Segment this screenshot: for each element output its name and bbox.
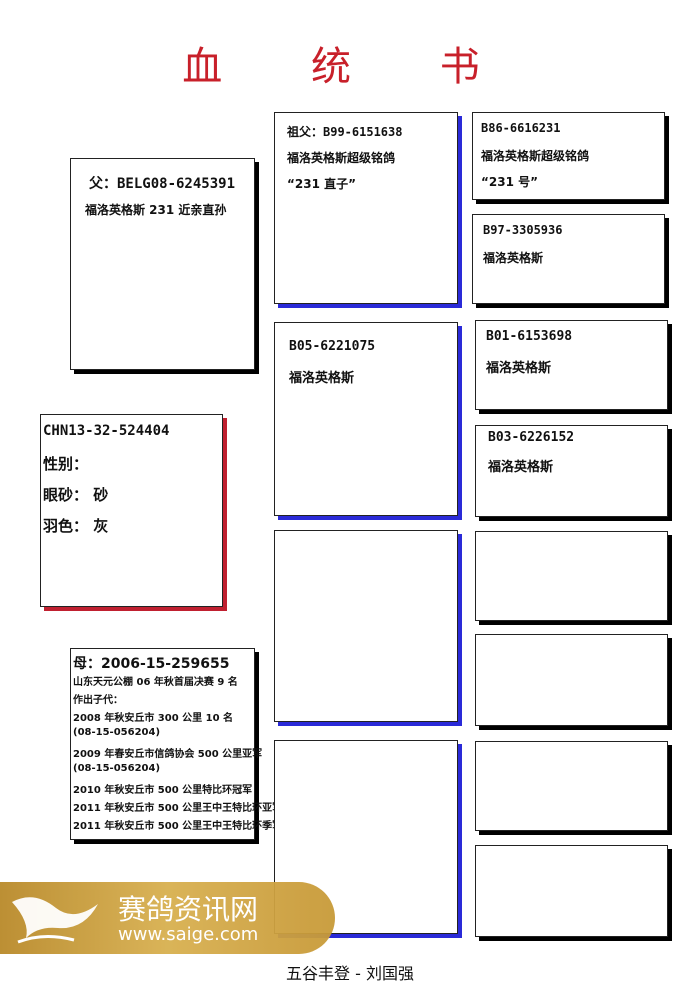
grandfather-line-2: “231 直子” bbox=[287, 177, 357, 191]
pigeon-logo-icon bbox=[12, 897, 98, 944]
maternal-grandfather-box bbox=[274, 530, 458, 722]
subject-eye: 眼砂： 砂 bbox=[43, 486, 109, 504]
gg-box-8 bbox=[475, 845, 668, 937]
subject-color: 羽色： 灰 bbox=[43, 517, 109, 535]
footer-text: 五谷丰登 - 刘国强 bbox=[286, 964, 414, 983]
mother-line-8: 2011 年秋安丘市 500 公里王中王特比环亚军 bbox=[73, 803, 283, 814]
father-desc: 福洛英格斯 231 近亲直孙 bbox=[85, 203, 227, 217]
mother-line-1: 山东天元公棚 06 年秋首届决赛 9 名 bbox=[73, 677, 238, 688]
gg-4-line-1: 福洛英格斯 bbox=[488, 460, 554, 475]
watermark-logo: 赛鸽资讯网 www.saige.com bbox=[0, 882, 335, 954]
page-title: 血 统 书 bbox=[182, 44, 518, 90]
mother-ring: 母：2006-15-259655 bbox=[73, 656, 230, 672]
mother-line-5: 2009 年春安丘市信鸽协会 500 公里亚军 bbox=[73, 749, 263, 760]
grandfather-ring: 祖父：B99-6151638 bbox=[287, 125, 403, 139]
watermark-name: 赛鸽资讯网 bbox=[118, 893, 259, 926]
gg-2-ring: B97-3305936 bbox=[483, 223, 563, 237]
grandmother-ring: B05-6221075 bbox=[289, 339, 376, 354]
gg-4-ring: B03-6226152 bbox=[488, 430, 575, 445]
gg-box-1: B86-6616231 福洛英格斯超级铭鸽 “231 号” bbox=[472, 112, 665, 200]
gg-box-4: B03-6226152 福洛英格斯 bbox=[475, 425, 668, 517]
grandmother-line-1: 福洛英格斯 bbox=[289, 371, 355, 386]
gg-3-ring: B01-6153698 bbox=[486, 329, 573, 344]
grandfather-box: 祖父：B99-6151638 福洛英格斯超级铭鸽 “231 直子” bbox=[274, 112, 458, 304]
father-box: 父：BELG08-6245391 福洛英格斯 231 近亲直孙 bbox=[70, 158, 255, 370]
gg-box-2: B97-3305936 福洛英格斯 bbox=[472, 214, 665, 304]
subject-sex: 性别： bbox=[43, 455, 89, 473]
gg-3-line-1: 福洛英格斯 bbox=[486, 361, 552, 376]
mother-line-9: 2011 年秋安丘市 500 公里王中王特比环季军 bbox=[73, 821, 283, 832]
father-ring: 父：BELG08-6245391 bbox=[89, 176, 236, 192]
mother-line-6: (08-15-056204) bbox=[73, 763, 161, 774]
subject-box: CHN13-32-524404 性别： 眼砂： 砂 羽色： 灰 bbox=[40, 414, 223, 607]
mother-line-4: (08-15-056204) bbox=[73, 727, 161, 738]
grandmother-box: B05-6221075 福洛英格斯 bbox=[274, 322, 458, 516]
mother-line-3: 2008 年秋安丘市 300 公里 10 名 bbox=[73, 713, 234, 724]
gg-box-6 bbox=[475, 634, 668, 726]
grandfather-line-1: 福洛英格斯超级铭鸽 bbox=[287, 151, 396, 165]
gg-1-line-2: “231 号” bbox=[481, 175, 539, 189]
watermark-url: www.saige.com bbox=[118, 924, 259, 945]
gg-box-5 bbox=[475, 531, 668, 621]
gg-1-ring: B86-6616231 bbox=[481, 121, 561, 135]
gg-2-line-1: 福洛英格斯 bbox=[483, 251, 544, 265]
mother-box: 母：2006-15-259655 山东天元公棚 06 年秋首届决赛 9 名 作出… bbox=[70, 648, 282, 840]
gg-1-line-1: 福洛英格斯超级铭鸽 bbox=[481, 149, 590, 163]
mother-line-2: 作出子代： bbox=[73, 695, 123, 706]
gg-box-3: B01-6153698 福洛英格斯 bbox=[475, 320, 668, 410]
gg-box-7 bbox=[475, 741, 668, 831]
mother-line-7: 2010 年秋安丘市 500 公里特比环冠军 bbox=[73, 785, 253, 796]
subject-ring: CHN13-32-524404 bbox=[43, 423, 170, 439]
